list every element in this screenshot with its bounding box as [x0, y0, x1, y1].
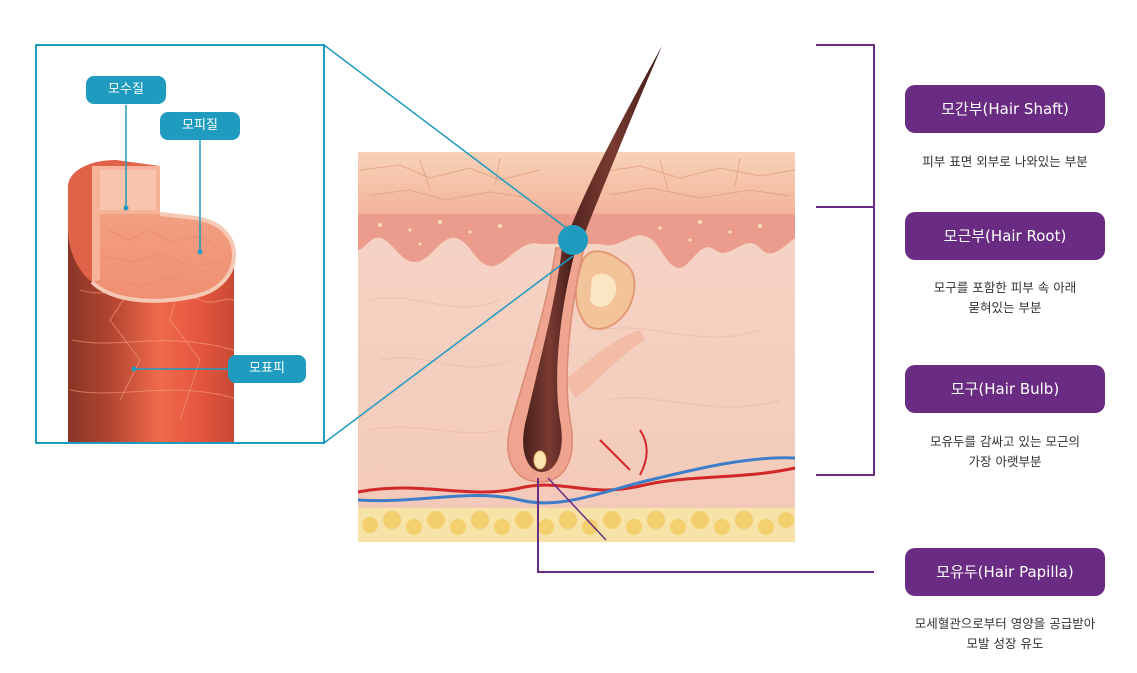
hair-strand-cross-section [36, 45, 324, 443]
hair-papilla-desc-line2: 모발 성장 유도 [966, 636, 1044, 651]
hair-shaft-desc: 피부 표면 외부로 나와있는 부분 [922, 154, 1088, 169]
hair-papilla-title: 모유두(Hair Papilla) [905, 548, 1105, 596]
cortex-label: 모피질 [160, 112, 240, 140]
bracket-lines [537, 44, 875, 573]
medulla-label: 모수질 [86, 76, 166, 104]
hair-bulb-desc-line1: 모유두를 감싸고 있는 모근의 [930, 434, 1080, 449]
hair-root-desc-line2: 묻혀있는 부분 [968, 300, 1042, 315]
hair-bulb-desc: 모유두를 감싸고 있는 모근의 가장 아랫부분 [885, 432, 1125, 472]
hair-bulb-desc-line2: 가장 아랫부분 [968, 454, 1042, 469]
hair-bulb-title: 모구(Hair Bulb) [905, 365, 1105, 413]
hair-root-desc: 모구를 포함한 피부 속 아래 묻혀있는 부분 [885, 278, 1125, 318]
hair-papilla-desc: 모세혈관으로부터 영양을 공급받아 모발 성장 유도 [885, 614, 1125, 654]
hair-root-title: 모근부(Hair Root) [905, 212, 1105, 260]
hair-root-desc-line1: 모구를 포함한 피부 속 아래 [933, 280, 1077, 295]
cuticle-label: 모표피 [228, 355, 306, 383]
hair-papilla-desc-line1: 모세혈관으로부터 영양을 공급받아 [914, 616, 1096, 631]
zoom-point [558, 225, 588, 255]
skin-cross-section [357, 46, 796, 542]
hair-shaft-title: 모간부(Hair Shaft) [905, 85, 1105, 133]
zoom-frame [35, 44, 325, 444]
